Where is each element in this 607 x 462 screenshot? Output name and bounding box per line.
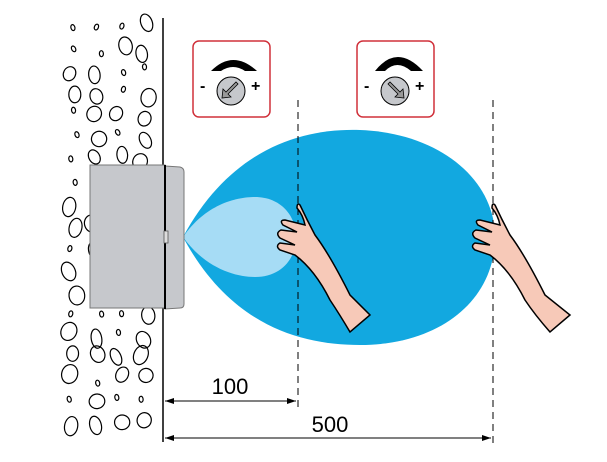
wall-stone [118,36,133,56]
dimension-100: 100 [165,374,296,404]
wall-stone [90,328,103,349]
wall-stone [136,412,152,429]
far-detection-zone [183,129,495,345]
wall-stone [98,310,105,318]
wall-stone [88,393,106,410]
wall-stone [86,105,103,123]
wall-stone [68,155,74,163]
wall-stone [60,321,78,342]
wall-stone [61,196,77,218]
wall-stone [119,22,125,30]
wall-stone [90,130,108,148]
wall-stone [141,63,148,71]
wall-stone [74,131,80,139]
wall-stone [67,245,73,253]
wall-stone [66,345,80,362]
wall-stone [108,105,124,122]
dimension-long-label: 500 [312,412,349,437]
wall-stone [70,106,77,114]
wall-stone [68,310,74,318]
wall-stone [120,85,127,93]
hand-far-icon [471,203,572,334]
wall-stone [138,131,153,149]
wall-stone [72,178,78,186]
hand-near-icon [276,203,372,334]
wall-stone [113,414,131,431]
wall-stone [62,66,77,82]
wall-stone [137,110,152,127]
near-detection-zone [183,197,296,277]
wall-stone [141,306,156,325]
wall-stone [116,145,129,164]
plus-sign: + [251,78,260,95]
wall-stone [93,23,100,31]
wall-stone [118,310,125,318]
wall-stone [135,44,149,64]
wall-stone [114,128,121,136]
plus-sign: + [415,78,424,95]
wall-stone [60,363,79,385]
wall-stone [70,45,77,53]
wall-stone [132,344,149,366]
minus-sign: - [200,78,205,95]
range-min-adjust-icon: - + [192,40,271,118]
wall-stone [138,395,144,403]
range-max-adjust-icon: - + [356,40,435,118]
wall-stone [63,415,79,437]
wall-stone [115,328,122,337]
wall-stone [120,68,127,77]
wall-stone [109,347,123,366]
dimension-short-label: 100 [212,374,249,399]
wall-stone [95,379,101,387]
wall-stone [89,88,104,105]
wall-stone [60,261,77,282]
sensor-device [89,164,185,310]
wall-stone [115,366,130,383]
wall-stone [68,85,82,104]
wall-stone [138,367,154,384]
arrow-down-left-icon [221,81,239,99]
wall-stone [70,24,76,32]
wall-stone [89,345,106,363]
wall-stone [135,330,152,349]
wall-stone [68,285,86,306]
wall-stone [68,217,83,238]
wall-stone [98,50,104,58]
minus-sign: - [364,78,369,95]
wall-stone [87,149,101,165]
wall-stone [66,395,72,403]
wall-stone [140,87,157,108]
dimension-500: 500 [165,412,491,441]
wall-stone [88,415,103,436]
arrow-down-right-icon [387,81,405,99]
wall-stone [88,65,101,85]
wall-stone [139,13,154,33]
wall-stone [114,393,120,402]
